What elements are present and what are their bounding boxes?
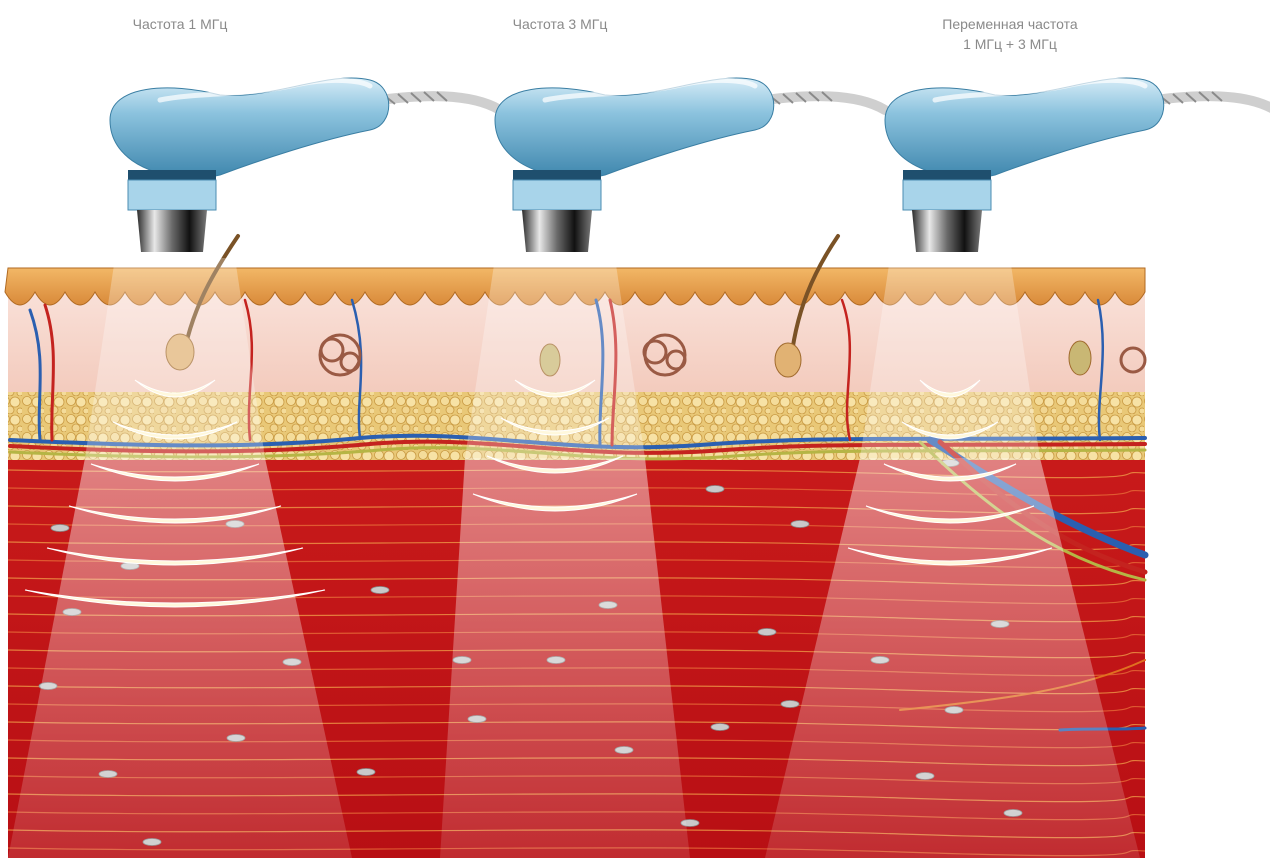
probe-collar xyxy=(128,180,216,210)
probe-cable xyxy=(380,96,500,110)
probe-transducer-head xyxy=(522,210,592,252)
probe-cable xyxy=(1155,96,1270,110)
muscle-nucleus xyxy=(51,525,69,532)
muscle-nucleus xyxy=(706,486,724,493)
probe-cable xyxy=(765,96,885,110)
beam-skin xyxy=(85,258,265,458)
muscle-nucleus xyxy=(791,521,809,528)
muscle-nucleus xyxy=(357,769,375,776)
muscle-nucleus xyxy=(711,724,729,731)
probe-neck xyxy=(128,170,216,180)
probe-1mhz xyxy=(110,78,500,252)
ultrasound-probes xyxy=(110,78,1270,252)
probe-collar xyxy=(513,180,601,210)
muscle-nucleus xyxy=(371,587,389,594)
ultrasound-beams xyxy=(8,258,1140,858)
probe-3mhz xyxy=(495,78,885,252)
probe-neck xyxy=(903,170,991,180)
probe-transducer-head xyxy=(912,210,982,252)
beam-skin xyxy=(860,258,1040,458)
muscle-nucleus xyxy=(781,701,799,708)
probe-neck xyxy=(513,170,601,180)
beam-skin xyxy=(465,258,645,458)
muscle-nucleus xyxy=(758,629,776,636)
probe-variable xyxy=(885,78,1270,252)
probe-transducer-head xyxy=(137,210,207,252)
probe-collar xyxy=(903,180,991,210)
